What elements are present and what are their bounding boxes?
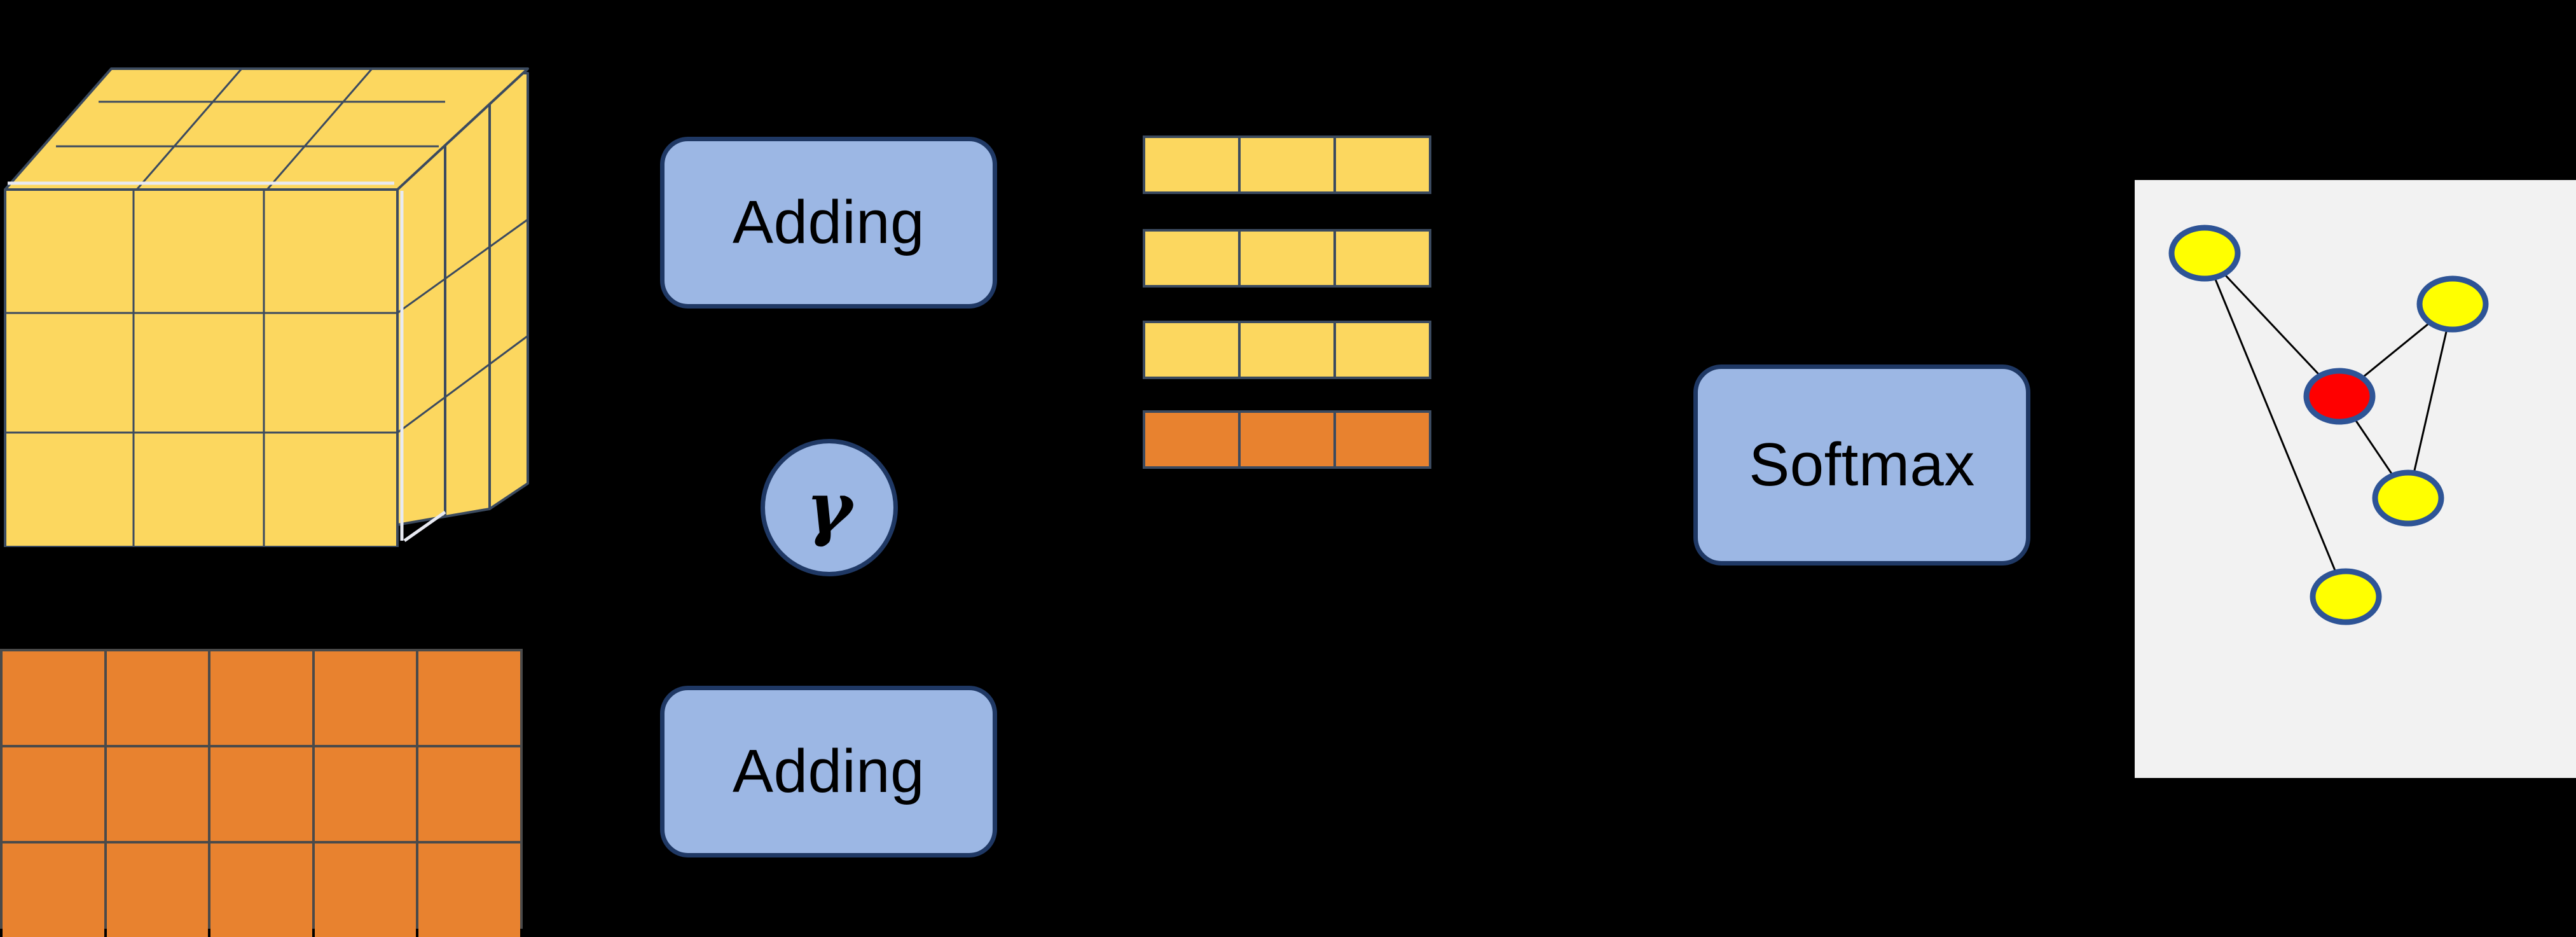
vector-cell (1336, 232, 1429, 285)
adding-label-bottom: Adding (733, 737, 925, 805)
adding-button-top[interactable]: Adding (660, 137, 997, 309)
matrix-cell (314, 651, 417, 745)
adding-button-bottom[interactable]: Adding (660, 686, 997, 857)
vector-cell (1241, 138, 1333, 191)
vector-cell (1241, 323, 1333, 377)
gamma-symbol: γ (806, 466, 853, 548)
matrix-cell (3, 843, 104, 937)
feature-vector-row-3 (1143, 321, 1431, 379)
arrow-right-icon (2122, 321, 2135, 338)
graph-nodes (2168, 225, 2489, 625)
vector-cell (1241, 413, 1333, 466)
graph-node-center (2303, 368, 2376, 425)
softmax-label: Softmax (1749, 431, 1975, 499)
matrix-cell (314, 747, 417, 841)
vector-cell (1336, 323, 1429, 377)
feature-vector-row-4 (1143, 410, 1431, 469)
matrix-cell (3, 747, 104, 841)
arrow-left-icon (1435, 250, 1447, 267)
graph-node-neighbor (2310, 568, 2382, 625)
softmax-button[interactable]: Softmax (1693, 364, 2030, 566)
vector-cell (1145, 138, 1238, 191)
feature-vector-row-2 (1143, 229, 1431, 288)
graph-edges (2203, 252, 2454, 597)
graph-node-neighbor (2372, 469, 2444, 527)
matrix-cell (210, 651, 312, 745)
adjacency-matrix (0, 649, 523, 937)
diagram-canvas: Adding γ Adding Softmax (0, 38, 2576, 937)
graph-edge (2407, 303, 2454, 499)
vector-cell (1145, 232, 1238, 285)
matrix-cell (210, 747, 312, 841)
matrix-cell (3, 651, 104, 745)
matrix-cell (418, 843, 520, 937)
vector-cell (1336, 138, 1429, 191)
vector-cell (1241, 232, 1333, 285)
matrix-cell (106, 651, 209, 745)
graph-edge (2203, 252, 2341, 398)
feature-vector-row-1 (1143, 135, 1431, 194)
matrix-cell (418, 651, 520, 745)
vector-cell (1145, 413, 1238, 466)
matrix-cell (418, 747, 520, 841)
arrow-left-icon (1435, 396, 1447, 412)
matrix-cell (106, 843, 209, 937)
graph-edge (2203, 253, 2347, 597)
gamma-node[interactable]: γ (761, 439, 898, 576)
attention-graph-panel (2135, 180, 2576, 778)
adding-label-top: Adding (733, 188, 925, 256)
graph-node-neighbor (2416, 275, 2489, 333)
matrix-cell (106, 747, 209, 841)
matrix-cell (314, 843, 417, 937)
vector-cell (1145, 323, 1238, 377)
graph-node-neighbor (2168, 225, 2241, 282)
tensor-cube (0, 38, 560, 547)
matrix-cell (210, 843, 312, 937)
vector-cell (1336, 413, 1429, 466)
